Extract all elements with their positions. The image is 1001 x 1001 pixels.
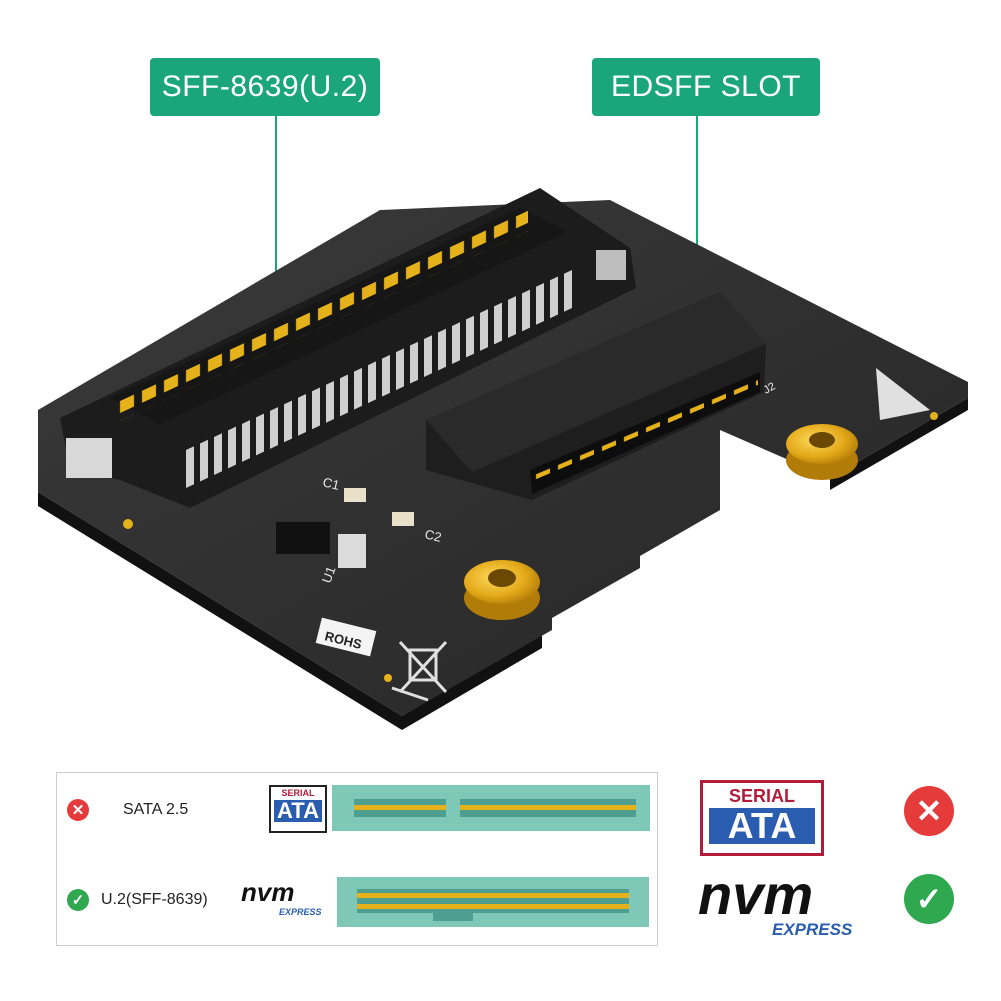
silk-c1: C1 — [321, 474, 341, 493]
esd-warning-icon — [876, 368, 930, 420]
u2-silver-pins — [186, 270, 572, 488]
check-large-icon: ✓ — [904, 874, 954, 924]
connector-latch-right — [596, 250, 626, 280]
legend-row-label-sata: SATA 2.5 — [123, 801, 189, 818]
u2-connector-housing — [60, 188, 636, 508]
rohs-label — [315, 617, 377, 657]
sata-logo-large-bottom: ATA — [709, 808, 815, 844]
standoff-left — [464, 560, 540, 620]
standoff-right — [786, 424, 858, 480]
nvm-logo-small-express: EXPRESS — [279, 907, 322, 917]
silk-c2: C2 — [423, 526, 443, 545]
sff-8639-callout-label: SFF-8639(U.2) — [161, 70, 369, 103]
sata-logo-small-top: SERIAL — [281, 788, 315, 798]
fiducial-2 — [384, 674, 392, 682]
regulator-chip — [276, 522, 330, 554]
sff-8639-callout: SFF-8639(U.2) — [150, 58, 380, 116]
regulator-tab — [338, 534, 366, 568]
sata-logo-large: SERIAL ATA — [700, 780, 824, 856]
capacitor-c1 — [344, 488, 366, 502]
u2-gold-contacts — [118, 208, 528, 422]
weee-bin-icon — [391, 640, 448, 702]
u2-to-edsff-adapter-board: C1 C2 U1 ROHS J2 — [38, 116, 968, 730]
fiducial-1 — [123, 519, 133, 529]
nvm-logo-large-express: EXPRESS — [772, 920, 853, 939]
nvm-logo-small: nvm — [241, 877, 295, 907]
connector-latch-left — [66, 438, 112, 478]
sata-logo-small: SERIAL ATA — [269, 785, 327, 833]
legend-row-label-u2: U.2(SFF-8639) — [101, 891, 208, 908]
edsff-slot-callout-label: EDSFF SLOT — [610, 70, 802, 103]
fiducial-3 — [930, 412, 938, 420]
edsff-slot-top — [426, 292, 766, 472]
nvm-logo-large: nvm — [698, 863, 814, 926]
sata-connector-diagram — [332, 785, 650, 831]
x-large-icon: ✕ — [904, 786, 954, 836]
x-icon: ✕ — [67, 799, 89, 821]
edsff-slot-callout: EDSFF SLOT — [592, 58, 820, 116]
sata-logo-large-top: SERIAL — [728, 786, 795, 806]
pcb-edge-right — [830, 398, 968, 490]
check-icon: ✓ — [67, 889, 89, 911]
edsff-gold-contacts — [534, 378, 758, 481]
silk-u1: U1 — [319, 564, 339, 585]
sata-logo-small-bottom: ATA — [274, 800, 322, 822]
u2-connector-diagram — [337, 877, 649, 927]
silk-j2: J2 — [762, 380, 778, 396]
compatibility-legend: ✕ SATA 2.5 SERIAL ATA ✓ U.2(SFF-8639) nv… — [56, 772, 658, 946]
capacitor-c2 — [392, 512, 414, 526]
